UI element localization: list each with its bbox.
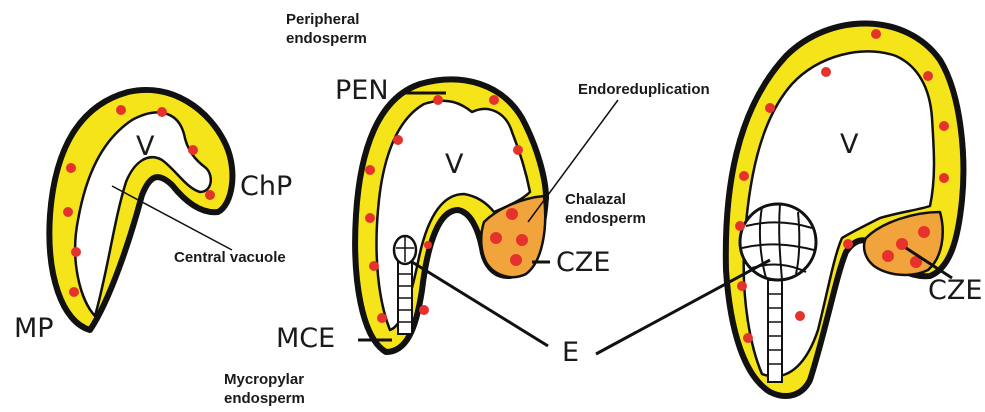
nucleus	[365, 165, 375, 175]
vacuole-label-late: V	[840, 130, 858, 160]
mp-label: MP	[14, 314, 54, 344]
nucleus	[506, 208, 518, 220]
peripheral-endosperm-label: Peripheral endosperm	[286, 10, 367, 48]
nucleus	[735, 221, 745, 231]
nucleus	[871, 29, 881, 39]
nucleus	[923, 71, 933, 81]
peripheral-endosperm-label-line2: endosperm	[286, 29, 367, 48]
nucleus	[116, 105, 126, 115]
chalazal-endosperm-label-line2: endosperm	[565, 209, 646, 228]
embryo-label: E	[562, 338, 579, 368]
nucleus	[188, 145, 198, 155]
nucleus	[369, 261, 379, 271]
nucleus	[424, 241, 432, 249]
chalazal-endosperm-label-line1: Chalazal	[565, 190, 646, 209]
nucleus	[513, 145, 523, 155]
vacuole-label-middle: V	[445, 150, 463, 180]
nucleus	[765, 103, 775, 113]
nucleus	[795, 311, 805, 321]
cze-label-middle: CZE	[556, 248, 610, 278]
nucleus	[63, 207, 73, 217]
vacuole-label-early: V	[136, 132, 154, 162]
nucleus	[821, 67, 831, 77]
nucleus	[205, 190, 215, 200]
nucleus	[69, 287, 79, 297]
mycropylar-endosperm-label-line1: Mycropylar	[224, 370, 305, 389]
chp-label: ChP	[240, 172, 292, 202]
seed-early-stage	[49, 90, 232, 330]
nucleus	[66, 163, 76, 173]
peripheral-endosperm-label-line1: Peripheral	[286, 10, 367, 29]
nucleus	[489, 95, 499, 105]
chalazal-endosperm-label: Chalazal endosperm	[565, 190, 646, 228]
nucleus	[843, 239, 853, 249]
leader-e-to-middle-embryo	[412, 262, 548, 346]
nucleus	[737, 281, 747, 291]
nucleus	[516, 234, 528, 246]
nucleus	[939, 173, 949, 183]
nucleus	[365, 213, 375, 223]
nucleus	[157, 107, 167, 117]
cze-label-right: CZE	[928, 276, 982, 306]
mce-label: MCE	[276, 324, 335, 354]
nucleus	[739, 171, 749, 181]
embryo-suspensor	[768, 280, 782, 382]
embryo-middle	[394, 236, 416, 334]
endoreduplication-label: Endoreduplication	[578, 80, 710, 99]
nucleus	[918, 226, 930, 238]
nucleus	[510, 254, 522, 266]
seed-late-stage	[726, 23, 964, 396]
nucleus	[71, 247, 81, 257]
nucleus	[490, 232, 502, 244]
mycropylar-endosperm-label-line2: endosperm	[224, 389, 305, 408]
pen-label: PEN	[335, 76, 389, 106]
seed-middle-stage	[355, 79, 546, 352]
nucleus	[882, 250, 894, 262]
nucleus	[939, 121, 949, 131]
mycropylar-endosperm-label: Mycropylar endosperm	[224, 370, 305, 408]
nucleus	[743, 333, 753, 343]
nucleus	[433, 95, 443, 105]
nucleus	[419, 305, 429, 315]
nucleus	[377, 313, 387, 323]
nucleus	[393, 135, 403, 145]
central-vacuole-label: Central vacuole	[174, 248, 286, 267]
